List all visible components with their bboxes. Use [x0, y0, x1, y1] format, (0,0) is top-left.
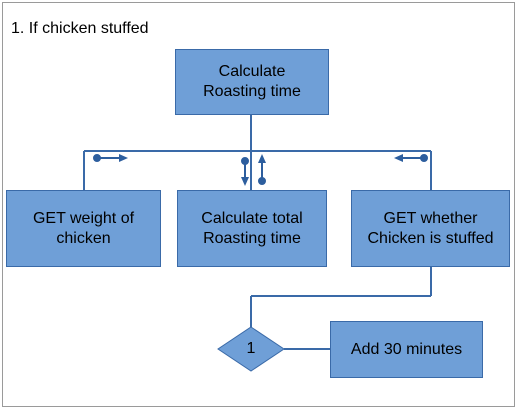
dataflow-arrow-up [258, 154, 266, 185]
dataflow-arrow-left [394, 154, 428, 162]
decision-diamond [217, 326, 285, 372]
dataflow-arrow-right [93, 154, 128, 162]
box-get-weight-of-chicken: GET weight of chicken [6, 190, 161, 267]
dataflow-arrow-down [241, 157, 249, 186]
decision-label: 1 [246, 340, 256, 357]
diagram-frame [2, 2, 515, 407]
diagram-caption: 1. If chicken stuffed [11, 20, 149, 37]
box-calculate-total-roasting-time: Calculate total Roasting time [177, 190, 327, 267]
box-add-30-minutes: Add 30 minutes [330, 321, 483, 378]
box-calculate-roasting-time: Calculate Roasting time [175, 49, 329, 115]
box-get-whether-chicken-is-stuffed: GET whether Chicken is stuffed [351, 190, 510, 267]
